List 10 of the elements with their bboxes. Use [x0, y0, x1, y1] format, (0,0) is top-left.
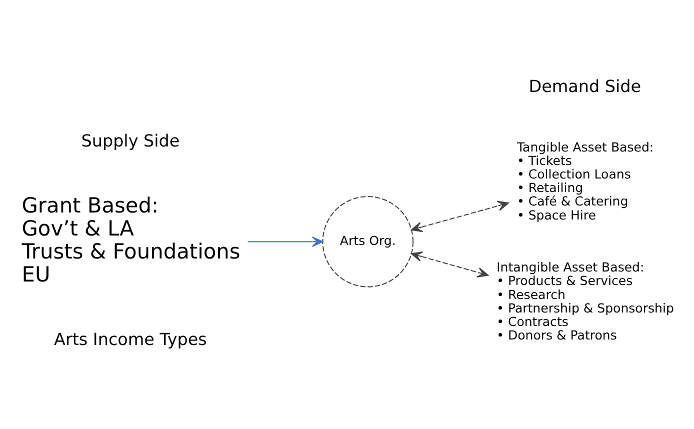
label: Demand Side: [528, 76, 641, 96]
label: Arts Income Types: [54, 328, 206, 349]
node-circle: Arts Org.: [322, 196, 414, 288]
node-text: Tangible Asset Based: • Tickets • Collection Loans • Retailing • Café & Catering • Space Hire: [516, 139, 654, 222]
arrow: [247, 236, 323, 247]
arrow: [410, 200, 508, 232]
arrow: [410, 251, 488, 278]
node-text: Intangible Asset Based: • Products & Services • Research • Partnership & Sponsorship • Contracts • Donors & Patrons: [496, 260, 674, 343]
node-text: Grant Based: Gov’t & LA Trusts & Foundations EU: [21, 193, 240, 286]
label: Supply Side: [80, 130, 180, 150]
